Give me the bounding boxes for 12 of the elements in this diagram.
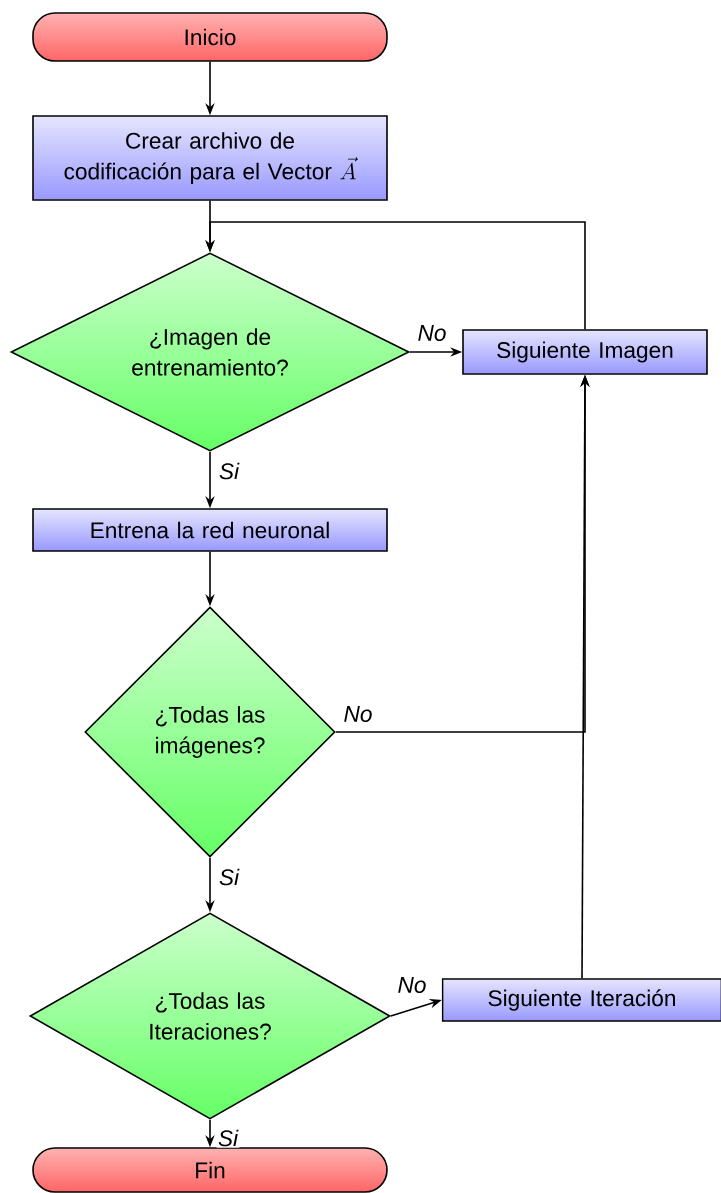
edge-label: Si (217, 461, 241, 481)
terminal-box: Inicio (32, 12, 388, 62)
terminal-box: Fin (32, 1147, 388, 1193)
edge-label: No (416, 323, 448, 343)
process-box: Crear archivo de codificación para el Vector $\vec{A}$ (32, 115, 388, 201)
process-box: Entrena la red neuronal (32, 508, 388, 552)
edge-label: No (342, 704, 374, 724)
process-box: Siguiente Imagen (462, 329, 708, 375)
edge-label: Si (217, 867, 241, 887)
edge-label: No (396, 975, 428, 995)
edge-label: Si (216, 1128, 240, 1148)
process-box: Siguiente Iteración (441, 978, 721, 1022)
